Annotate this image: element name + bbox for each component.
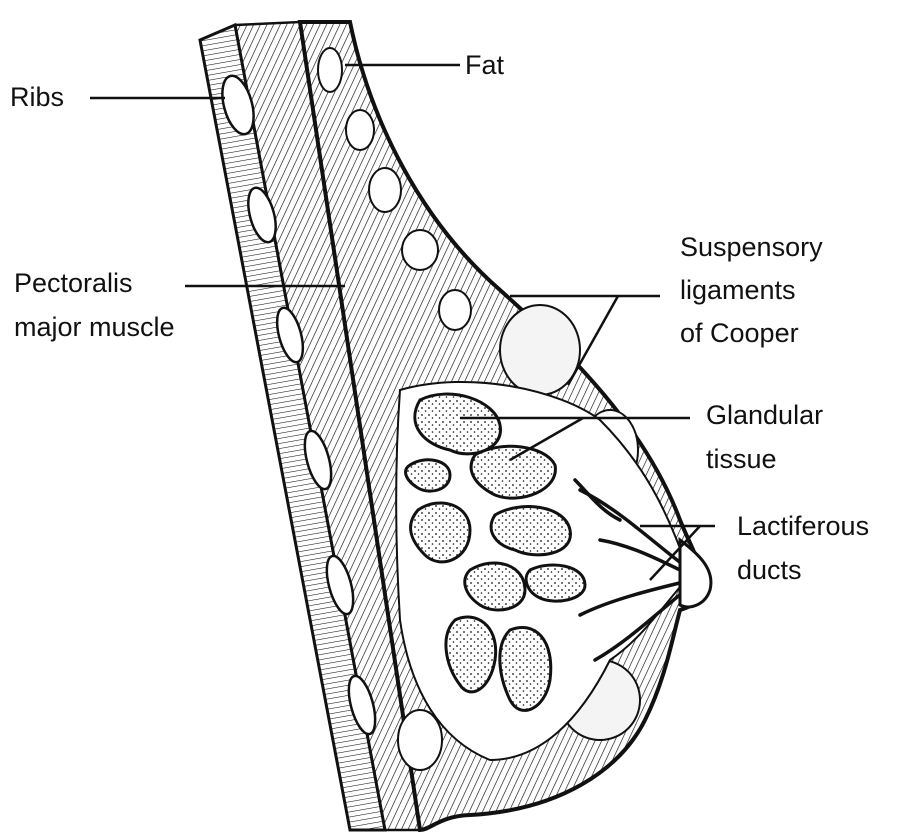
- label-fat: Fat: [465, 48, 504, 82]
- label-suspensory-line2: ligaments: [680, 273, 796, 307]
- label-ribs: Ribs: [10, 80, 64, 114]
- label-glandular-line1: Glandular: [706, 398, 823, 432]
- label-pectoralis-line2: major muscle: [14, 310, 175, 344]
- nipple: [680, 540, 711, 607]
- label-suspensory-line3: of Cooper: [680, 316, 799, 350]
- label-pectoralis-line1: Pectoralis: [14, 266, 133, 300]
- label-suspensory-line1: Suspensory: [680, 230, 823, 264]
- label-lactiferous-line2: ducts: [737, 553, 802, 587]
- label-glandular-line2: tissue: [706, 442, 777, 476]
- label-lactiferous-line1: Lactiferous: [737, 509, 869, 543]
